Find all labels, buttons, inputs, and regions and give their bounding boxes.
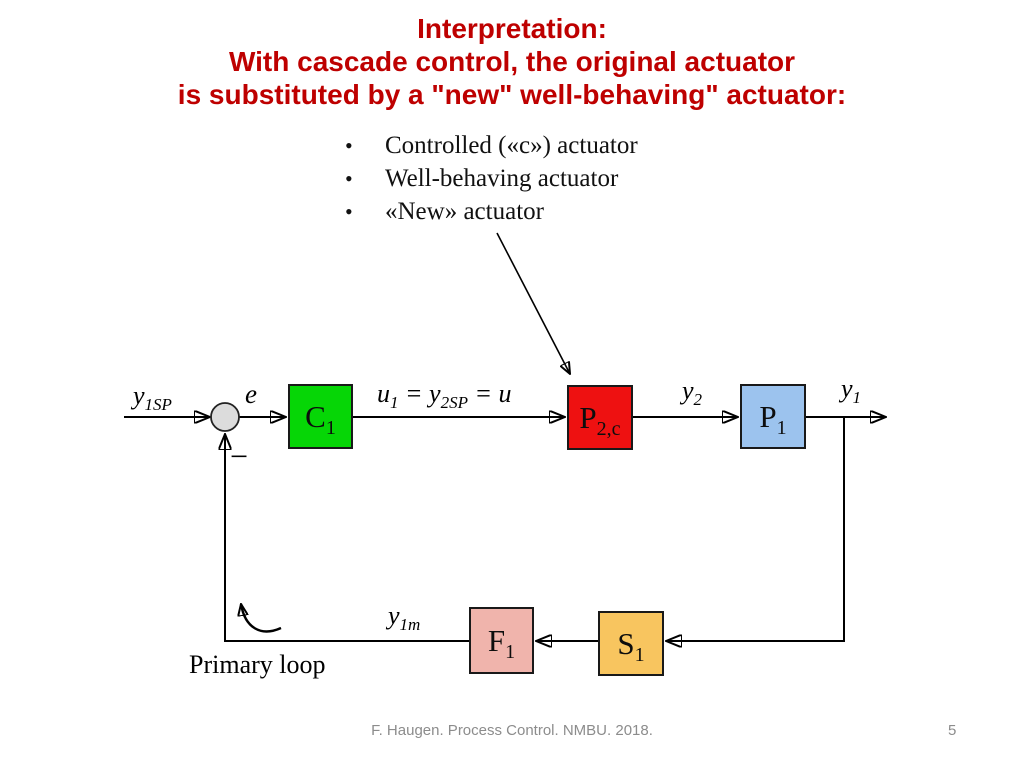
block-p1-label: P1 bbox=[759, 398, 787, 439]
block-f1-filter: F1 bbox=[469, 607, 534, 674]
label-y2: y2 bbox=[682, 376, 703, 410]
title-line-3: is substituted by a "new" well-behaving"… bbox=[177, 79, 847, 110]
label-u1-y2sp-u: u1 = y2SP = u bbox=[377, 379, 512, 413]
title-line-2: With cascade control, the original actua… bbox=[228, 46, 796, 77]
annotation-arrow bbox=[496, 232, 570, 374]
bullet-icon: • bbox=[345, 166, 353, 191]
bullet-item: • Well-behaving actuator bbox=[345, 162, 638, 195]
bullet-text: Controlled («c») actuator bbox=[385, 132, 638, 159]
block-f1-label: F1 bbox=[487, 622, 516, 663]
block-p2c-label: P2,c bbox=[579, 399, 621, 440]
label-y1: y1 bbox=[841, 374, 862, 408]
block-p2c-controlled-actuator: P2,c bbox=[567, 385, 633, 450]
block-p1-process: P1 bbox=[740, 384, 806, 449]
title-line-1: Interpretation: bbox=[417, 13, 607, 44]
minus-sign: − bbox=[230, 438, 249, 474]
bullet-icon: • bbox=[345, 133, 353, 158]
wire-y1m-return bbox=[225, 434, 469, 642]
slide-title: Interpretation: With cascade control, th… bbox=[0, 12, 1024, 111]
wire-feedback-branch bbox=[666, 417, 845, 641]
block-c1-controller: C1 bbox=[288, 384, 353, 449]
footer-credit: F. Haugen. Process Control. NMBU. 2018. bbox=[371, 722, 653, 739]
block-c1-label: C1 bbox=[305, 398, 336, 439]
bullet-item: • «New» actuator bbox=[345, 195, 638, 228]
label-y1m: y1m bbox=[388, 601, 421, 635]
bullet-icon: • bbox=[345, 199, 353, 224]
bullet-list: • Controlled («c») actuator • Well-behav… bbox=[345, 129, 638, 228]
label-primary-loop: Primary loop bbox=[189, 650, 326, 679]
loop-direction-arrow bbox=[241, 604, 282, 633]
block-s1-sensor: S1 bbox=[598, 611, 664, 676]
bullet-text: «New» actuator bbox=[385, 198, 544, 225]
bullet-text: Well-behaving actuator bbox=[385, 165, 619, 192]
summing-junction bbox=[210, 402, 240, 432]
footer-page-number: 5 bbox=[948, 722, 957, 739]
block-s1-label: S1 bbox=[617, 625, 645, 666]
label-y1sp: y1SP bbox=[133, 381, 172, 415]
bullet-item: • Controlled («c») actuator bbox=[345, 129, 638, 162]
label-e: e bbox=[245, 379, 257, 409]
